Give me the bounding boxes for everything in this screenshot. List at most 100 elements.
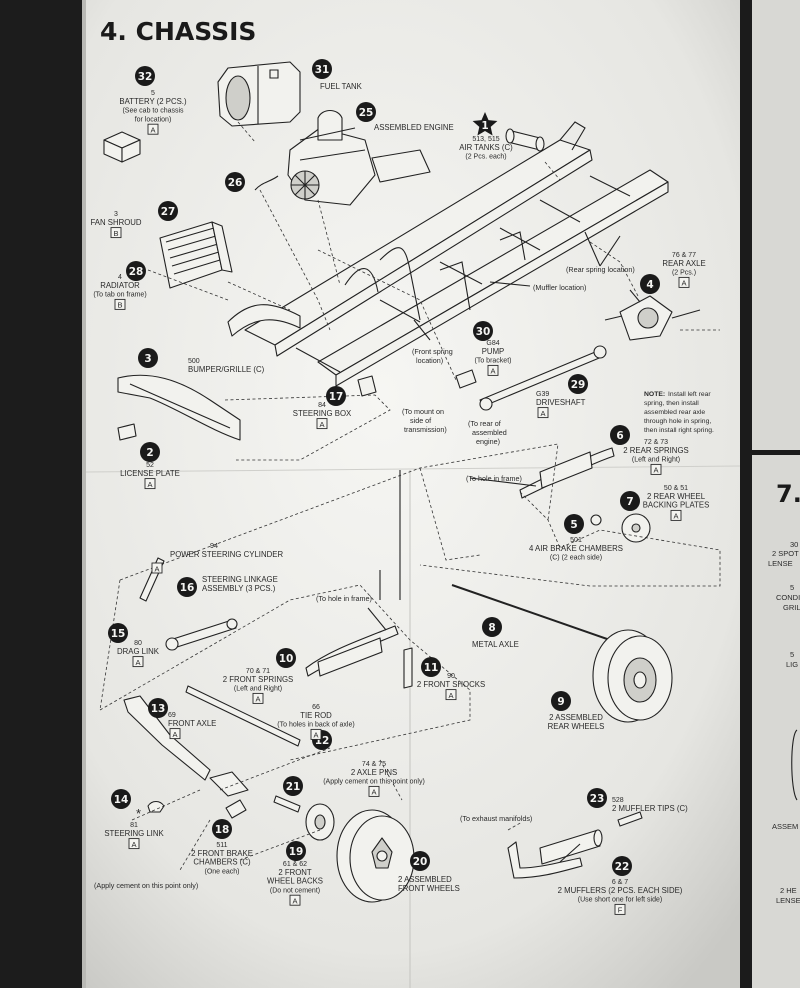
callout-number: 28: [129, 266, 144, 278]
callout-name: REAR AXLE: [662, 259, 705, 268]
right-page-strip: [752, 0, 800, 988]
label-25: ASSEMBLED ENGINE: [374, 123, 454, 132]
tree-letter-box: [650, 463, 662, 475]
right-page-part-outline: [791, 729, 798, 801]
callout-badge: [140, 442, 160, 462]
callout-badge: [568, 374, 588, 394]
tree-letter: A: [653, 466, 658, 475]
callout-part-no: 511: [216, 842, 227, 849]
callout-part-no: 5: [151, 90, 155, 97]
fragment-text: LENSE: [768, 559, 793, 568]
callout-name: 2 REAR SPRINGS: [623, 446, 688, 455]
callout-number: 31: [315, 64, 330, 76]
callout-number: 6: [616, 430, 623, 442]
callout-name: STEERING BOX: [293, 409, 352, 418]
callout-name: 2 FRONT SHOCKS: [417, 680, 485, 689]
callout-7: 7: [620, 491, 640, 511]
callout-name: 2 ASSEMBLED: [549, 713, 603, 722]
callout-name2: BACKING PLATES: [643, 501, 710, 510]
callout-number: 22: [615, 861, 630, 873]
callout-name: 2 AXLE PINS: [351, 768, 397, 777]
mount-transmission-note: (To mount on: [402, 407, 444, 416]
rear-axle-note-text: through hole in spring,: [644, 418, 711, 425]
page-left-edge: [82, 0, 86, 988]
tree-letter-box: [537, 407, 549, 419]
tree-letter: A: [172, 730, 177, 739]
callout-note: (2 Pcs. each): [465, 154, 506, 161]
tree-letter-box: [614, 903, 626, 915]
callout-number: 11: [424, 662, 439, 674]
callout-badge: [312, 59, 332, 79]
tree-letter-box: [110, 227, 122, 239]
pump-driveshaft-drawing: [455, 345, 607, 411]
fragment-text: 5: [790, 583, 794, 592]
tree-letter: A: [540, 409, 545, 418]
fragment-text: 2 HE: [780, 886, 797, 895]
page-gutter: [740, 0, 750, 988]
tree-letter-box: [151, 562, 163, 574]
steering-box-drawing: [357, 375, 377, 397]
rear-engine-note: (To rear of: [468, 419, 501, 428]
tree-letter-box: [147, 123, 159, 135]
callout-badge: [551, 691, 571, 711]
label-6: 72 & 732 REAR SPRINGS(Left and Right)A: [623, 439, 689, 475]
callout-name: 2 MUFFLER TIPS (C): [612, 804, 688, 813]
front-wheel-hardware-drawing: [225, 795, 335, 841]
fragment-text: LIG: [786, 660, 798, 669]
apply-cement-note: (Apply cement on this point only): [94, 881, 198, 890]
callout-part-no: 50 & 51: [664, 485, 688, 492]
fuel-tank-drawing: [217, 61, 301, 127]
tree-letter: A: [319, 420, 324, 429]
callout-name: FUEL TANK: [320, 82, 363, 91]
callout-name: BUMPER/GRILLE (C): [188, 365, 265, 374]
callout-name2: ASSEMBLY (3 Pcs.): [202, 584, 276, 593]
section-title: 4. CHASSIS: [100, 17, 256, 46]
callout-badge: [564, 514, 584, 534]
callout-note: (Do not cement): [270, 887, 320, 894]
tree-letter-box: [670, 509, 682, 521]
callout-21: 21: [283, 776, 303, 796]
rear-springs-drawing: [519, 447, 651, 543]
callout-part-no: 66: [312, 704, 320, 711]
callout-badge: [421, 657, 441, 677]
tree-letter-box: [445, 689, 457, 701]
fragment-text: 30: [790, 540, 798, 549]
callout-number: 10: [279, 653, 294, 665]
callout-part-no: 61 & 62: [283, 861, 307, 868]
callout-name: BATTERY (2 Pcs.): [119, 97, 187, 106]
chassis-frame-drawing: [227, 121, 669, 387]
callout-14: 14: [111, 789, 131, 809]
callout-name2: FRONT WHEELS: [398, 884, 460, 893]
callout-name: PUMP: [482, 347, 505, 356]
callout-note: (Left and Right): [632, 457, 680, 464]
tree-letter-box: [169, 728, 181, 740]
callout-name: 2 REAR WHEEL: [647, 492, 706, 501]
fragment-text: LENSE: [776, 896, 800, 905]
tree-letter: A: [154, 565, 159, 574]
fragment-text: 5: [790, 650, 794, 659]
callout-number: 8: [488, 622, 495, 634]
callout-number: 13: [151, 703, 166, 715]
rear-engine-note: engine): [476, 437, 500, 446]
callout-note: (Left and Right): [234, 686, 282, 693]
callout-name: FRONT AXLE: [168, 719, 216, 728]
callout-name: STEERING LINK: [104, 829, 164, 838]
asterisk-mark: *: [136, 806, 141, 821]
callout-part-no: 528: [612, 797, 624, 804]
callout-star-badge: [472, 112, 498, 136]
callout-19: 19: [286, 841, 306, 861]
callout-part-no: 69: [168, 712, 176, 719]
